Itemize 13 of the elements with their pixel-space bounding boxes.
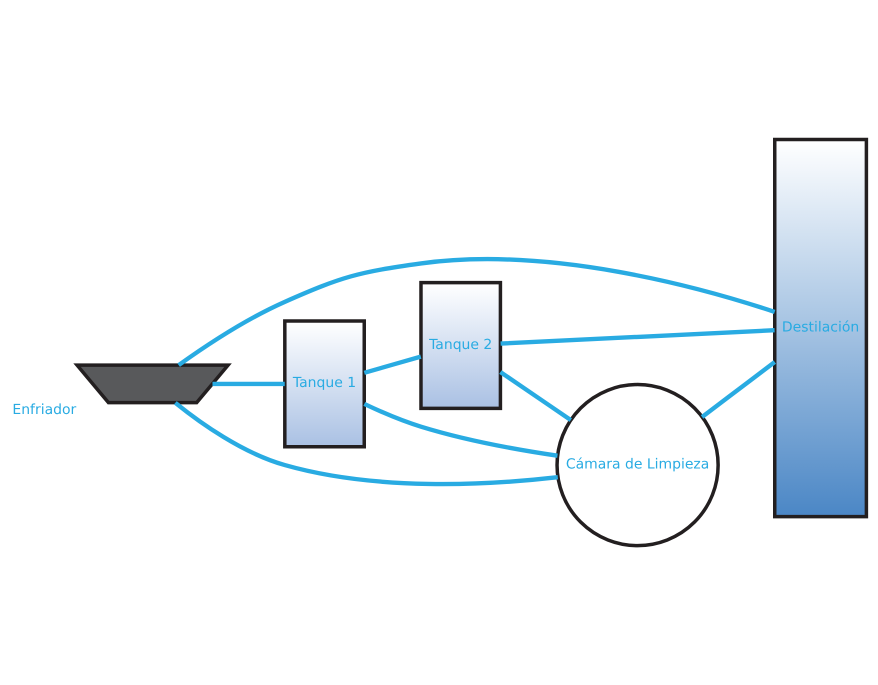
connector	[212, 382, 285, 386]
connector	[500, 328, 775, 346]
node-box: Tanque 2	[419, 280, 502, 410]
connector	[499, 370, 572, 422]
connector	[364, 354, 422, 375]
connector	[363, 402, 558, 458]
connector	[700, 360, 776, 419]
connector	[177, 257, 776, 367]
node-label: Enfriador	[12, 402, 76, 418]
node-circle: Cámara de Limpieza	[555, 382, 720, 548]
node-box: Destilación	[773, 138, 868, 518]
connector	[174, 401, 558, 486]
node-box: Tanque 1	[283, 319, 366, 448]
